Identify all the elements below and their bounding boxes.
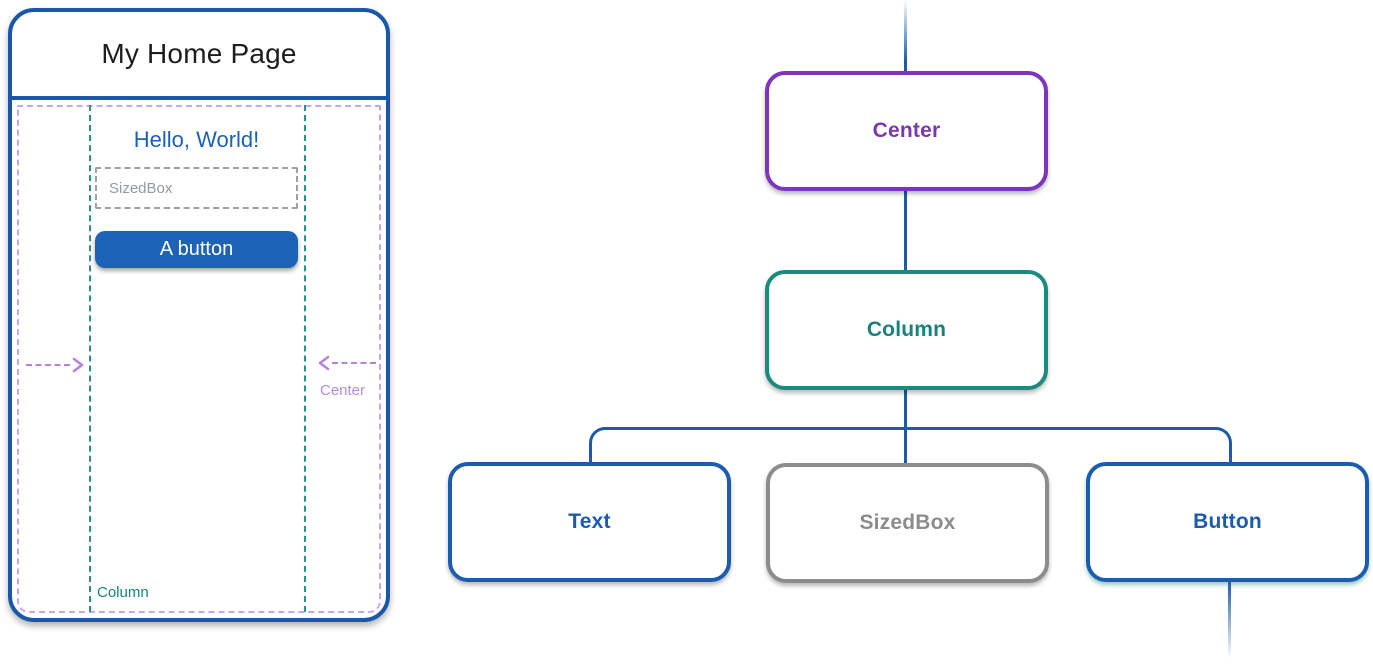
phone-mockup: My Home Page Hello, World! SizedBox A bu… (8, 8, 390, 622)
app-bar-title: My Home Page (101, 38, 297, 69)
center-widget-boundary (17, 105, 381, 613)
tree-node-column: Column (765, 270, 1048, 390)
column-annotation-label: Column (97, 584, 149, 601)
tree-node-center-label: Center (872, 119, 941, 142)
dashed-line (332, 362, 376, 364)
phone-body: Hello, World! SizedBox A button (12, 100, 386, 618)
tree-node-text-label: Text (568, 510, 611, 533)
dashed-arrow-left-icon (317, 354, 376, 372)
edge-button-to-child (1228, 582, 1231, 658)
edge-parent-to-center (904, 0, 907, 72)
hello-world-text: Hello, World! (133, 127, 260, 152)
edge-column-to-children (904, 389, 907, 464)
dashed-arrow-right-icon (26, 356, 85, 374)
column-widget-boundary-left (89, 105, 91, 612)
tree-node-sizedbox-label: SizedBox (859, 511, 956, 534)
sizedbox-placeholder: SizedBox (95, 167, 298, 209)
tree-node-button: Button (1086, 462, 1369, 582)
chevron-right-icon (72, 357, 84, 373)
app-bar: My Home Page (12, 12, 386, 100)
a-button[interactable]: A button (95, 231, 298, 268)
tree-node-sizedbox: SizedBox (766, 463, 1049, 583)
column-content: Hello, World! SizedBox A button (95, 127, 298, 268)
sizedbox-placeholder-label: SizedBox (109, 179, 173, 197)
tree-node-button-label: Button (1193, 510, 1262, 533)
edge-center-to-column (904, 190, 907, 271)
tree-node-text: Text (448, 462, 731, 582)
a-button-label: A button (159, 238, 234, 260)
chevron-left-icon (318, 355, 330, 371)
tree-node-center: Center (765, 71, 1048, 191)
column-widget-boundary-right (304, 105, 306, 612)
tree-node-column-label: Column (866, 318, 947, 341)
dashed-line (26, 364, 70, 366)
edge-children-bus (589, 427, 1232, 463)
center-annotation-label: Center (320, 382, 366, 399)
